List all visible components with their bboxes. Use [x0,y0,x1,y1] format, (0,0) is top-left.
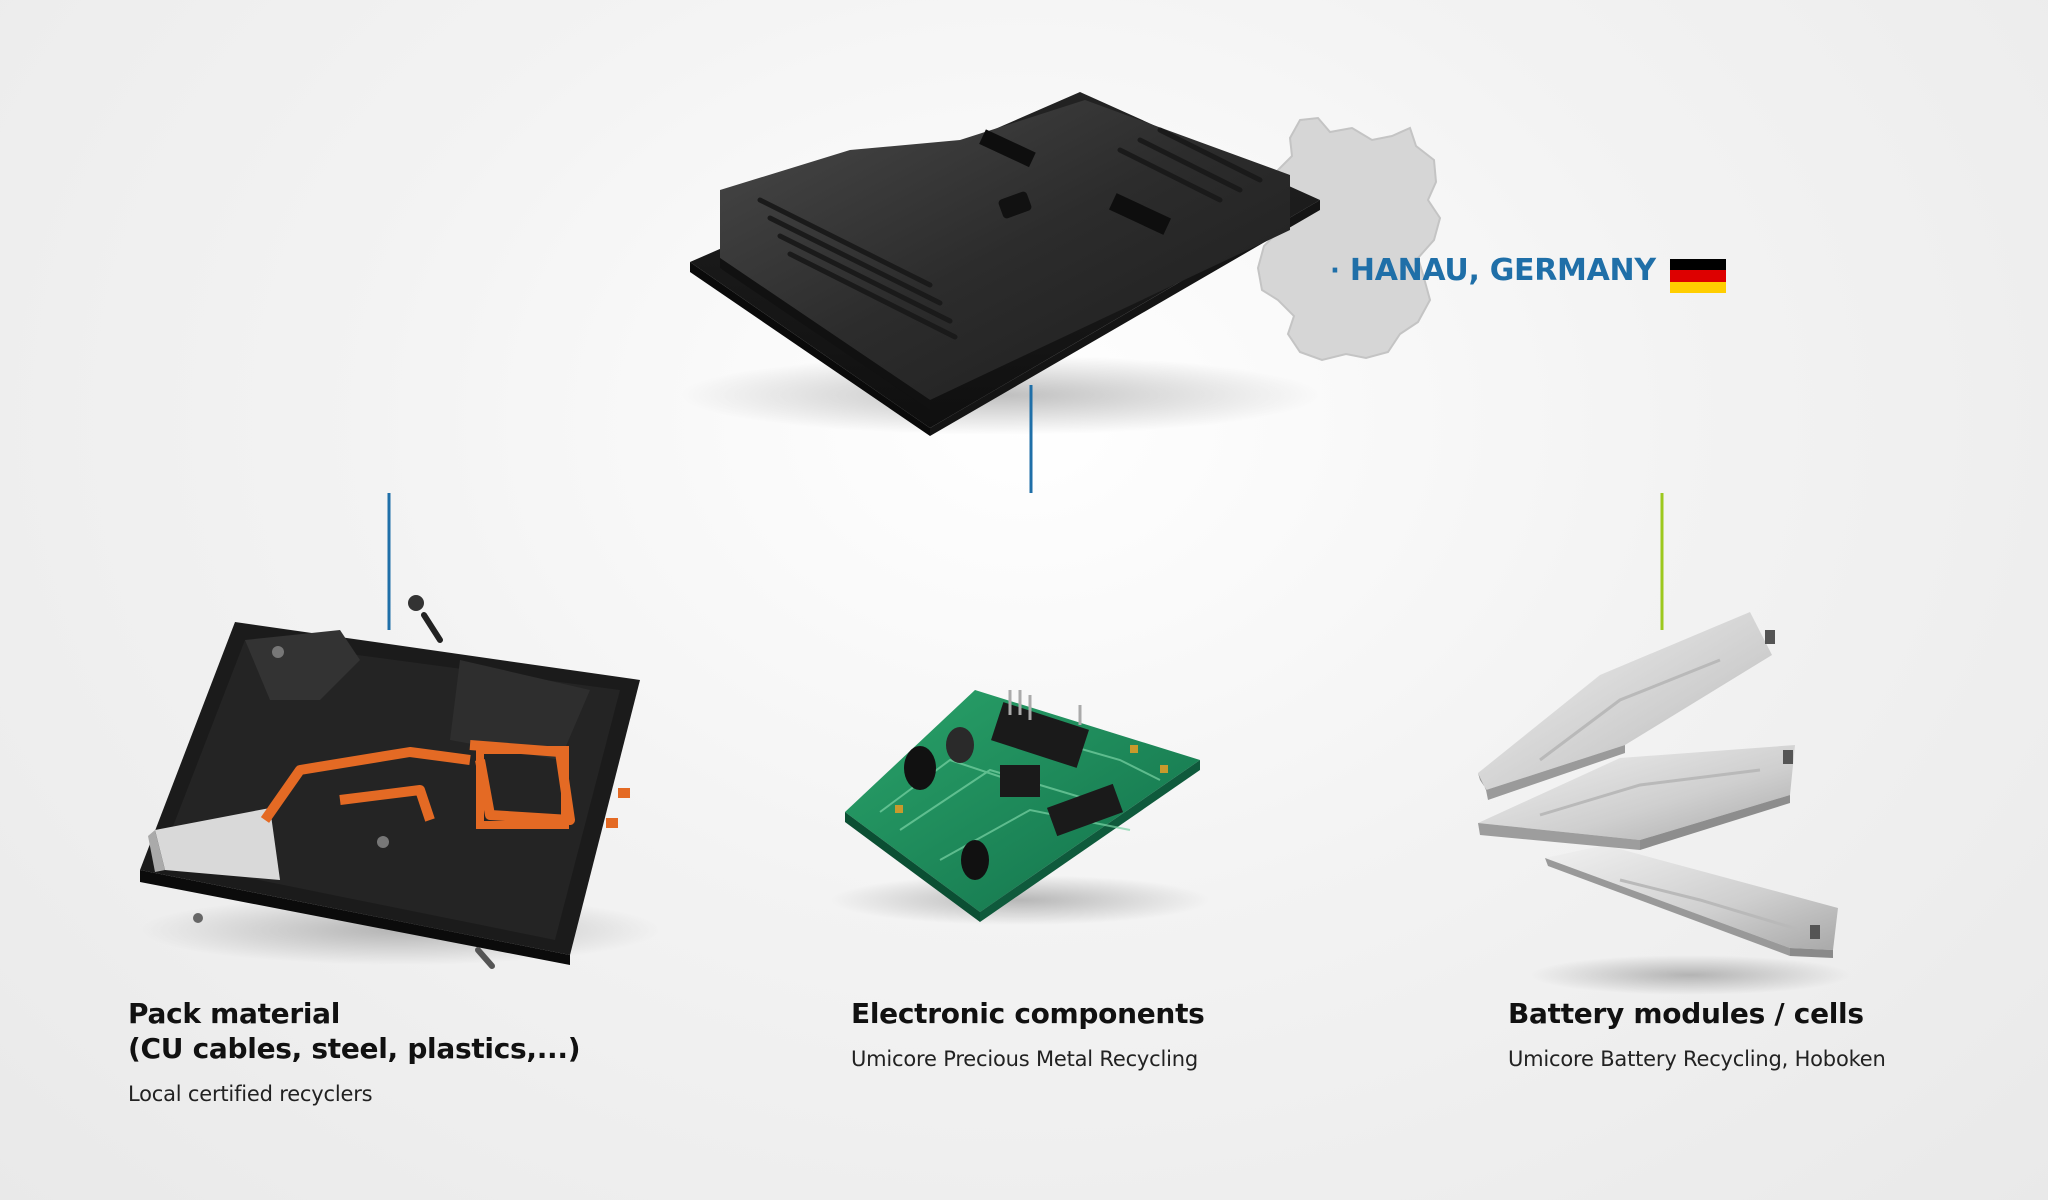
caption-subtitle: Umicore Precious Metal Recycling [851,1047,1199,1071]
caption-title-line2: (CU cables, steel, plastics,...) [128,1032,581,1065]
caption-title: Electronic components [851,997,1205,1030]
flag-stripe-black [1670,259,1726,271]
germany-flag-icon [1670,259,1726,293]
battery-pack-open-icon [140,595,660,969]
caption-pack-material: Pack material (CU cables, steel, plastic… [128,996,581,1108]
caption-title: Battery modules / cells [1508,997,1864,1030]
circuit-board-icon [830,690,1210,925]
connector-lines [387,385,1664,630]
caption-title-line1: Pack material [128,997,341,1030]
caption-electronic-components: Electronic components Umicore Precious M… [851,996,1205,1073]
germany-map-icon [1256,116,1442,362]
location-label: · HANAU, GERMANY [1330,253,1656,288]
flag-stripe-red [1670,270,1726,282]
location-bullet: · [1330,255,1340,286]
battery-cells-icon [1478,612,1850,995]
caption-subtitle: Local certified recyclers [128,1082,373,1106]
location-text: HANAU, GERMANY [1349,253,1656,288]
flag-stripe-gold [1670,281,1726,293]
caption-battery-modules: Battery modules / cells Umicore Battery … [1508,996,1886,1073]
caption-subtitle: Umicore Battery Recycling, Hoboken [1508,1047,1886,1071]
battery-pack-closed-icon [680,92,1320,436]
